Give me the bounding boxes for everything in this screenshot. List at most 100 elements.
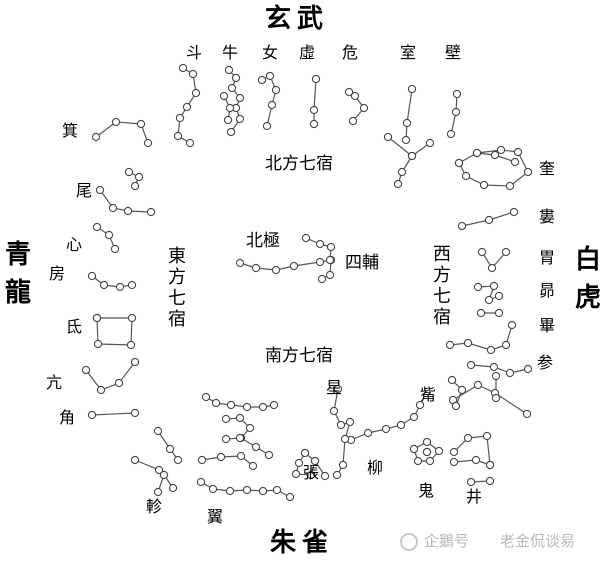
mansion-mao: 昴	[539, 281, 556, 300]
figure-line	[85, 361, 136, 391]
figure-line	[96, 226, 116, 250]
figure-line	[470, 364, 529, 374]
star	[513, 147, 523, 157]
star	[407, 84, 417, 94]
constellation-jiao	[87, 408, 140, 420]
star	[221, 434, 231, 444]
star	[350, 91, 360, 101]
star	[235, 114, 245, 124]
star	[336, 420, 346, 430]
star	[175, 113, 185, 123]
star	[110, 244, 120, 254]
star	[87, 271, 97, 281]
star	[413, 456, 423, 466]
star	[104, 230, 114, 240]
figure-line	[95, 121, 149, 144]
mansion-zi: 觜	[420, 385, 437, 404]
mansion-wei: 危	[342, 43, 359, 62]
star	[401, 135, 411, 145]
star	[501, 247, 511, 257]
star	[407, 151, 417, 161]
star	[271, 85, 281, 95]
star	[272, 485, 282, 495]
star	[393, 179, 403, 189]
mansion-di: 氐	[66, 317, 83, 336]
star	[325, 255, 335, 265]
constellation-mao	[473, 281, 504, 318]
star	[301, 233, 311, 243]
watermark-author: 老金侃谈易	[500, 532, 576, 550]
star	[449, 447, 459, 457]
star	[265, 71, 275, 81]
star	[153, 426, 163, 436]
star	[505, 181, 515, 191]
star	[248, 461, 258, 471]
constellation-liu	[346, 400, 425, 445]
star	[472, 148, 482, 158]
star	[225, 103, 235, 113]
mansion-xin: 心	[66, 235, 83, 254]
star	[477, 247, 487, 257]
mansion-nv: 女	[262, 43, 279, 62]
constellation-fang	[87, 271, 137, 292]
star	[188, 69, 198, 79]
star	[523, 167, 533, 177]
star	[136, 119, 146, 129]
star	[99, 280, 109, 290]
star	[235, 93, 245, 103]
star	[494, 291, 504, 301]
constellation-bi-net	[445, 320, 517, 355]
star	[127, 313, 137, 323]
star	[463, 338, 473, 348]
star	[338, 460, 348, 470]
mansion-ji: 箕	[62, 121, 79, 140]
constellation-ji	[91, 117, 153, 148]
star	[485, 476, 495, 486]
star	[484, 215, 494, 225]
star	[126, 340, 136, 350]
figure-line	[91, 412, 136, 416]
star	[309, 119, 319, 129]
star	[130, 408, 140, 418]
star	[219, 91, 229, 101]
star	[285, 492, 295, 502]
star	[196, 477, 206, 487]
star	[383, 132, 393, 142]
star	[146, 207, 156, 217]
mansion-xing: 星	[326, 378, 343, 397]
mansion-jing: 井	[466, 487, 483, 506]
mansion-bi: 壁	[445, 43, 462, 62]
west-direction-char-1: 白	[575, 245, 602, 275]
star	[95, 185, 105, 195]
star	[257, 75, 267, 85]
star	[454, 158, 464, 168]
star	[329, 406, 339, 416]
west-group-label: 西方七宿	[433, 244, 451, 328]
star	[159, 470, 169, 480]
constellation-di	[92, 313, 137, 350]
star	[466, 477, 476, 487]
star	[235, 258, 245, 268]
constellation-gui	[409, 437, 444, 466]
star	[242, 485, 252, 495]
star	[114, 378, 124, 388]
star	[445, 340, 455, 350]
east-direction-char-1: 青	[5, 240, 32, 270]
star	[320, 471, 330, 481]
star	[251, 442, 261, 452]
constellation-bi	[446, 89, 462, 139]
figure-line	[313, 78, 317, 124]
star	[461, 171, 471, 181]
star	[178, 63, 188, 73]
star	[310, 456, 320, 466]
mansion-wei-tail: 尾	[76, 181, 93, 200]
star	[446, 129, 456, 139]
star	[333, 384, 343, 394]
star	[123, 206, 133, 216]
star	[87, 410, 97, 420]
star	[251, 263, 261, 273]
star	[348, 116, 358, 126]
west-direction-char-2: 虎	[575, 283, 602, 313]
star	[486, 345, 496, 355]
figure-line	[91, 275, 133, 288]
